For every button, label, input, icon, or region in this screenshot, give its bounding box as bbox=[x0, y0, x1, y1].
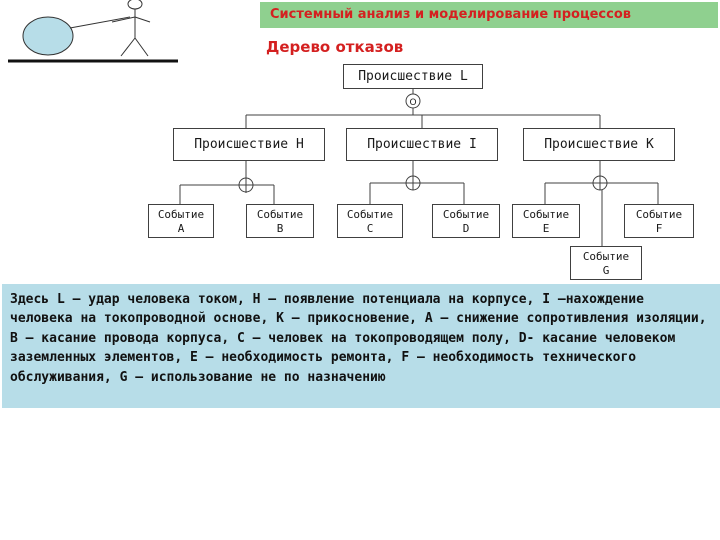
event-b: Событие B bbox=[246, 204, 314, 238]
event-f-line2: F bbox=[655, 222, 663, 235]
event-a: Событие A bbox=[148, 204, 214, 238]
header-bar: Системный анализ и моделирование процесс… bbox=[258, 0, 720, 30]
event-e-line2: E bbox=[542, 222, 550, 235]
event-d-line1: Событие bbox=[442, 208, 490, 221]
event-b-line2: B bbox=[276, 222, 284, 235]
gate-or-symbol: О bbox=[409, 98, 416, 108]
gate-and-k bbox=[592, 175, 608, 191]
event-a-line2: A bbox=[177, 222, 185, 235]
gate-and-h bbox=[238, 177, 254, 193]
legend-description: Здесь L – удар человека током, H – появл… bbox=[2, 284, 720, 408]
event-c: Событие C bbox=[337, 204, 403, 238]
event-e-line1: Событие bbox=[522, 208, 570, 221]
diagram-subtitle: Дерево отказов bbox=[266, 38, 404, 56]
event-d: Событие D bbox=[432, 204, 500, 238]
event-top-l: Происшествие L bbox=[343, 64, 483, 89]
event-c-line1: Событие bbox=[346, 208, 394, 221]
event-e: Событие E bbox=[512, 204, 580, 238]
person-illustration bbox=[22, 0, 151, 57]
event-g-line1: Событие bbox=[582, 250, 630, 263]
gate-and-i bbox=[405, 175, 421, 191]
event-d-line2: D bbox=[462, 222, 470, 235]
event-a-line1: Событие bbox=[157, 208, 205, 221]
gate-or-top: О bbox=[405, 93, 421, 109]
header-title: Системный анализ и моделирование процесс… bbox=[270, 7, 631, 22]
event-c-line2: C bbox=[366, 222, 374, 235]
event-f-line1: Событие bbox=[635, 208, 683, 221]
event-f: Событие F bbox=[624, 204, 694, 238]
event-i: Происшествие I bbox=[346, 128, 498, 161]
event-b-line1: Событие bbox=[256, 208, 304, 221]
event-g-line2: G bbox=[602, 264, 610, 277]
event-h: Происшествие H bbox=[173, 128, 325, 161]
event-g: Событие G bbox=[570, 246, 642, 280]
event-k: Происшествие K bbox=[523, 128, 675, 161]
